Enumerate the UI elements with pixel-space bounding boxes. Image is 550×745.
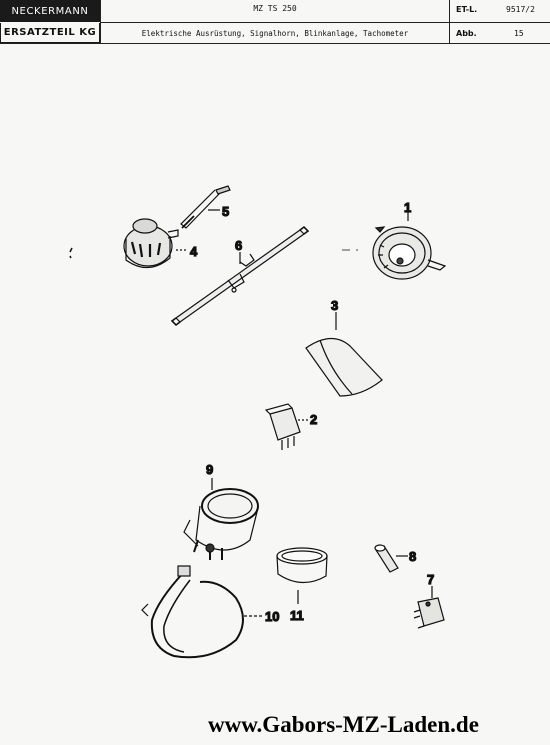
rubber-sleeve-part (305, 312, 383, 397)
brand-ersatzteil: ERSATZTEIL KG (0, 23, 100, 43)
brand-bottom-text: ERSATZTEIL KG (3, 27, 97, 38)
switch-block-part (413, 586, 445, 629)
tachometer-cable-part (141, 565, 262, 659)
part-number-6: 6 (235, 238, 242, 253)
part-number-1: 1 (404, 200, 411, 215)
turn-signal-bar-part (170, 225, 310, 327)
model-title: MZ TS 250 (253, 4, 297, 13)
part-number-3: 3 (331, 298, 338, 313)
brand-neckermann: NECKERMANN (0, 0, 100, 22)
title-block: MZ TS 250 Elektrische Ausrüstung, Signal… (100, 0, 450, 43)
flasher-relay-part (264, 403, 308, 450)
part-number-5: 5 (222, 204, 229, 219)
et-label: ET-L. (456, 5, 478, 14)
footer-url: www.Gabors-MZ-Laden.de (208, 712, 479, 737)
part-number-2: 2 (310, 412, 317, 427)
tachometer-part (183, 478, 259, 560)
brand-top-text: NECKERMANN (11, 5, 89, 17)
part-number-8: 8 (409, 549, 416, 564)
title-divider (101, 22, 449, 23)
abb-label: Abb. (456, 29, 477, 38)
horn-part (372, 206, 447, 280)
stray-mark (69, 247, 73, 259)
turn-signal-lamp-part (123, 218, 186, 269)
part-number-7: 7 (427, 572, 434, 587)
part-number-9: 9 (206, 462, 213, 477)
part-number-4: 4 (190, 244, 198, 259)
small-sleeve-part (374, 544, 408, 573)
part-number-11: 11 (290, 608, 304, 623)
ref-divider (450, 22, 550, 23)
rubber-ring-part (276, 547, 328, 604)
section-description: Elektrische Ausrüstung, Signalhorn, Blin… (141, 29, 409, 38)
part-number-10: 10 (265, 609, 279, 624)
abb-value: 15 (514, 29, 524, 38)
mounting-rod-part (180, 185, 231, 229)
et-value: 9517/2 (506, 5, 535, 14)
document-header: NECKERMANN ERSATZTEIL KG MZ TS 250 Elekt… (0, 0, 550, 44)
